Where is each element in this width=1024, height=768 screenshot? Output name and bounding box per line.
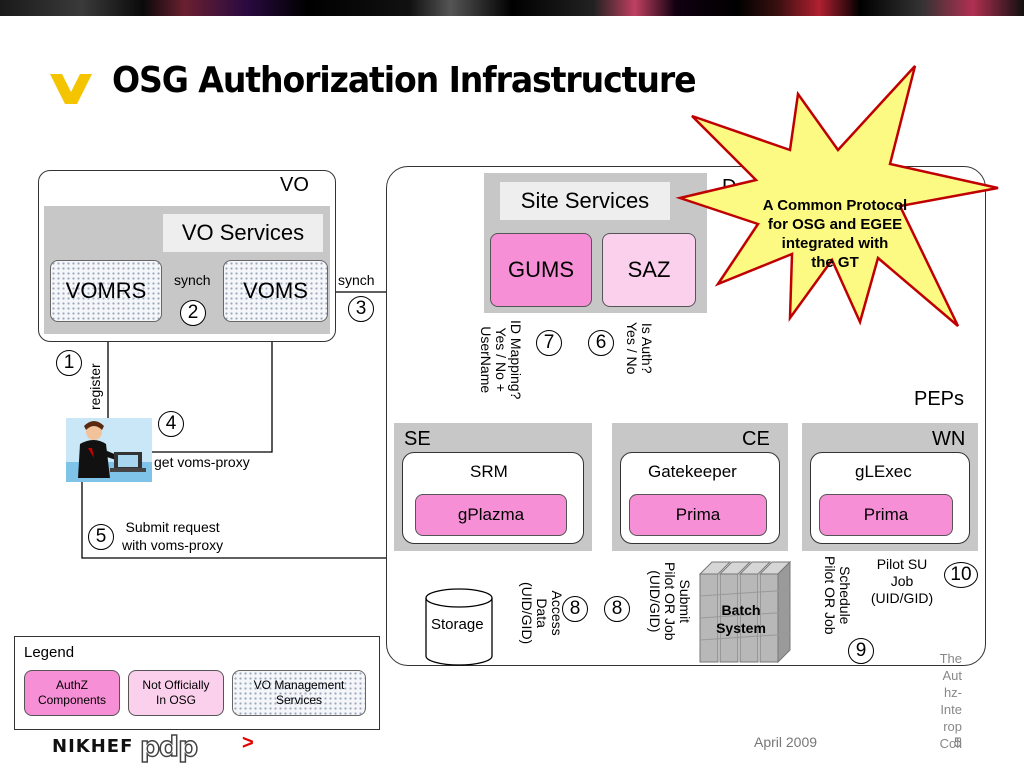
legend-authz-line-1: AuthZ <box>55 678 88 692</box>
submit-line-1: Submit request <box>125 519 220 535</box>
step-6-badge: 6 <box>588 330 614 356</box>
step-4-badge: 4 <box>158 411 184 437</box>
submit-pilot-line-3: (UID/GID) <box>647 570 663 633</box>
id-mapping-line-3: UserName <box>478 326 494 394</box>
slide-date: April 2009 <box>754 734 818 750</box>
legend-authz-line-2: Components <box>37 693 107 707</box>
step-2-badge: 2 <box>180 300 206 326</box>
prima-wn-box[interactable]: Prima <box>819 494 953 536</box>
gatekeeper-label: Gatekeeper <box>648 462 737 481</box>
id-mapping-line-1: ID Mapping? <box>508 320 524 400</box>
nikhef-logo: NIKHEF <box>52 736 134 757</box>
ce-label: CE <box>742 428 770 450</box>
peps-label: PEPs <box>914 388 965 410</box>
side-line-3: hz- <box>943 685 962 700</box>
submit-pilot-line-1: Submit <box>677 579 693 624</box>
srm-label: SRM <box>470 462 508 481</box>
pilot-su-line-3: (UID/GID) <box>870 590 934 606</box>
starburst-line-4: the GT <box>811 254 859 271</box>
get-proxy-label: get voms-proxy <box>154 454 250 470</box>
pdp-logo: pdp <box>139 729 199 764</box>
schedule-line-2: Pilot OR Job <box>822 556 838 635</box>
side-notes: The Aut hz- Inte rop Coll <box>922 650 962 752</box>
batch-system-label: Batch System <box>700 598 782 640</box>
step-10-badge: 10 <box>944 562 978 588</box>
legend-title: Legend <box>24 644 75 661</box>
is-auth-line-2: Yes / No <box>624 322 640 375</box>
storage-label: Storage <box>431 616 484 633</box>
footer-arrow-icon: > <box>242 732 254 754</box>
access-line-3: (UID/GID) <box>519 582 535 645</box>
side-line-6: Coll <box>939 736 962 751</box>
submit-line-2: with voms-proxy <box>122 537 224 553</box>
prima-ce-box[interactable]: Prima <box>629 494 767 536</box>
step-7-badge: 7 <box>536 330 562 356</box>
starburst-line-3: integrated with <box>781 235 889 252</box>
batch-line-1: Batch <box>721 602 761 618</box>
vomrs-box[interactable]: VOMRS <box>50 260 162 322</box>
gums-box[interactable]: GUMS <box>490 233 592 307</box>
synch-inner-label: synch <box>174 272 211 288</box>
step-8b-badge: 8 <box>604 596 630 622</box>
legend-vo-mgmt-line-2: Services <box>275 693 322 707</box>
voms-box[interactable]: VOMS <box>223 260 328 322</box>
legend-authz: AuthZ Components <box>24 670 120 716</box>
access-line-2: Data <box>534 598 550 628</box>
side-line-5: rop <box>943 719 962 734</box>
starburst-line-1: A Common Protocol <box>762 197 908 214</box>
schedule-line-1: Schedule <box>837 566 853 625</box>
user-at-computer-icon <box>66 418 152 482</box>
site-services-label: Site Services <box>520 188 650 213</box>
access-data-label: Access Data (UID/GID) <box>519 582 565 645</box>
submit-pilot-label: Submit Pilot OR Job (UID/GID) <box>647 562 693 641</box>
is-auth-line-1: Is Auth? <box>639 322 655 374</box>
step-5-badge: 5 <box>88 524 114 550</box>
pilot-su-line-2: Job <box>890 573 914 589</box>
se-label: SE <box>404 428 431 450</box>
storage-cylinder-icon <box>425 588 493 666</box>
header-banner-image <box>0 0 1024 16</box>
saz-box[interactable]: SAZ <box>602 233 696 307</box>
step-8a-badge: 8 <box>562 596 588 622</box>
legend-not-official: Not Officially In OSG <box>128 670 224 716</box>
batch-line-2: System <box>716 620 766 636</box>
side-line-2: Aut <box>942 668 962 683</box>
schedule-label: Schedule Pilot OR Job <box>822 556 853 635</box>
step-9-badge: 9 <box>848 638 874 664</box>
slide-title: OSG Authorization Infrastructure <box>112 60 697 101</box>
slide-page-number: 5 <box>954 734 962 750</box>
is-auth-label: Is Auth? Yes / No <box>624 322 655 375</box>
legend-not-official-line-1: Not Officially <box>142 678 210 692</box>
starburst-callout <box>675 65 999 327</box>
id-mapping-line-2: Yes / No + <box>493 327 509 392</box>
wn-label: WN <box>932 428 966 450</box>
pilot-su-line-1: Pilot SU <box>876 556 928 572</box>
vo-services-label: VO Services <box>181 220 305 245</box>
id-mapping-label: ID Mapping? Yes / No + UserName <box>478 320 524 400</box>
side-line-1: The <box>939 651 962 666</box>
gplazma-box[interactable]: gPlazma <box>415 494 567 536</box>
vo-label: VO <box>280 174 309 196</box>
synch-outer-label: synch <box>338 272 375 288</box>
chevron-logo-icon <box>50 74 92 104</box>
legend-vo-mgmt-line-1: VO Management <box>253 678 345 692</box>
step-3-badge: 3 <box>348 296 374 322</box>
starburst-text: A Common Protocol for OSG and EGEE integ… <box>740 186 930 282</box>
glexec-label: gLExec <box>855 462 912 481</box>
pilot-su-label: Pilot SU Job (UID/GID) <box>866 556 938 607</box>
step-1-badge: 1 <box>56 350 82 376</box>
batch-system-icon <box>698 560 792 664</box>
side-line-4: Inte <box>940 702 962 717</box>
vo-services-label-box <box>163 214 323 252</box>
register-label: register <box>87 363 103 410</box>
submit-pilot-line-2: Pilot OR Job <box>662 562 678 641</box>
starburst-line-2: for OSG and EGEE <box>767 216 903 233</box>
submit-request-label: Submit request with voms-proxy <box>122 518 223 554</box>
legend-not-official-line-2: In OSG <box>155 693 196 707</box>
legend-vo-mgmt: VO Management Services <box>232 670 366 716</box>
site-services-label-box <box>500 182 670 220</box>
